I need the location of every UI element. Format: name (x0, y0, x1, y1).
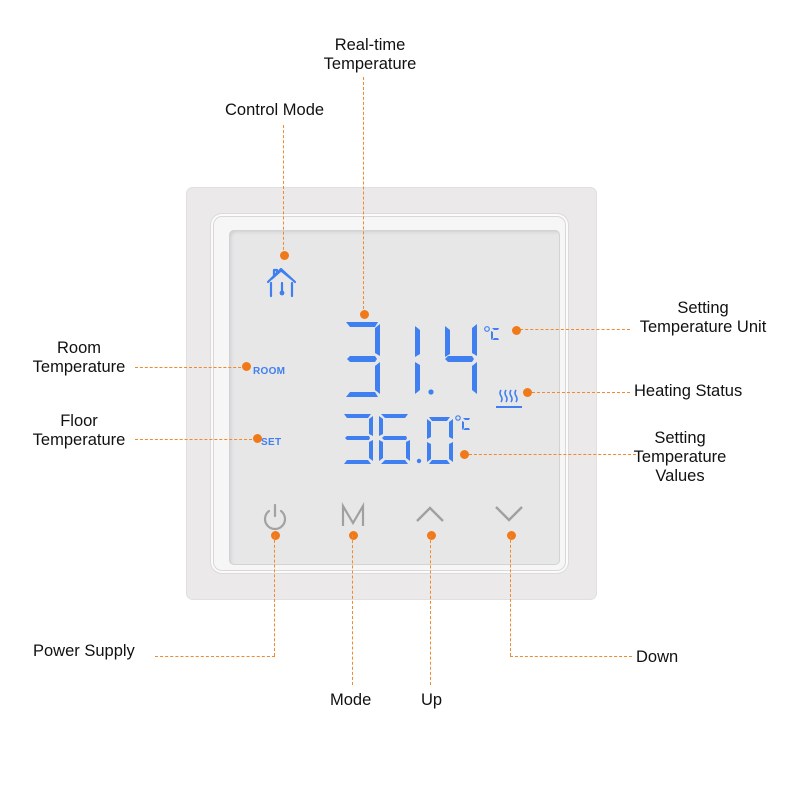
label-line: Temperature (323, 55, 417, 73)
label-line: Real-time (334, 36, 406, 54)
label-line: Room (56, 339, 101, 357)
lcd-screen (229, 230, 560, 565)
callout-dot-room (241, 361, 251, 371)
callout-dot-up (426, 530, 436, 540)
callout-line-power-v (274, 535, 275, 656)
callout-line-control-mode (283, 125, 284, 255)
callout-dot-realtime (359, 309, 369, 319)
callout-dot-down (506, 530, 516, 540)
callout-dot-control-mode (279, 250, 289, 260)
callout-line-realtime (363, 77, 364, 314)
label-line: Values (655, 467, 705, 485)
callout-line-room (135, 367, 246, 368)
label-setting-temperature-unit: Setting Temperature Unit (633, 299, 773, 337)
label-room-temperature: Room Temperature (22, 339, 136, 377)
heating-status-icon (496, 389, 522, 408)
label-power-supply: Power Supply (33, 642, 135, 660)
up-button[interactable] (415, 505, 445, 523)
callout-line-down-v (510, 535, 511, 656)
callout-line-heating (527, 392, 630, 393)
down-button[interactable] (494, 505, 524, 523)
label-line: Floor (60, 412, 98, 430)
realtime-temperature-display (346, 322, 499, 397)
callout-dot-setting-values (459, 449, 469, 459)
label-line: Temperature (633, 448, 727, 466)
label-realtime-temperature: Real-time Temperature (300, 36, 440, 74)
label-line: Setting (677, 299, 729, 317)
callout-line-power-h (155, 656, 275, 657)
label-mode: Mode (330, 691, 372, 709)
callout-line-unit (515, 329, 630, 330)
label-up: Up (421, 691, 443, 709)
label-line: Setting (654, 429, 706, 447)
label-heating-status: Heating Status (634, 382, 743, 400)
callout-dot-mode (348, 530, 358, 540)
setting-temperature-display (344, 414, 470, 464)
callout-dot-power (270, 530, 280, 540)
label-line: Temperature Unit (639, 318, 767, 336)
label-setting-temperature-values: Setting Temperature Values (625, 429, 735, 486)
callout-dot-heating (522, 387, 532, 397)
label-down: Down (636, 648, 679, 666)
callout-dot-unit (511, 325, 521, 335)
power-button[interactable] (262, 503, 288, 531)
callout-line-up (430, 535, 431, 685)
callout-line-mode (352, 535, 353, 685)
label-line: Temperature (32, 431, 126, 449)
label-control-mode: Control Mode (225, 101, 325, 119)
callout-dot-floor (252, 433, 262, 443)
callout-line-floor (135, 439, 257, 440)
room-indicator: ROOM (253, 366, 286, 377)
set-indicator: SET (261, 437, 282, 448)
mode-button[interactable] (341, 501, 365, 527)
callout-line-down-h (510, 656, 632, 657)
label-line: Temperature (32, 358, 126, 376)
label-floor-temperature: Floor Temperature (22, 412, 136, 450)
callout-line-setting-values (464, 454, 636, 455)
house-thermometer-icon (266, 267, 297, 298)
